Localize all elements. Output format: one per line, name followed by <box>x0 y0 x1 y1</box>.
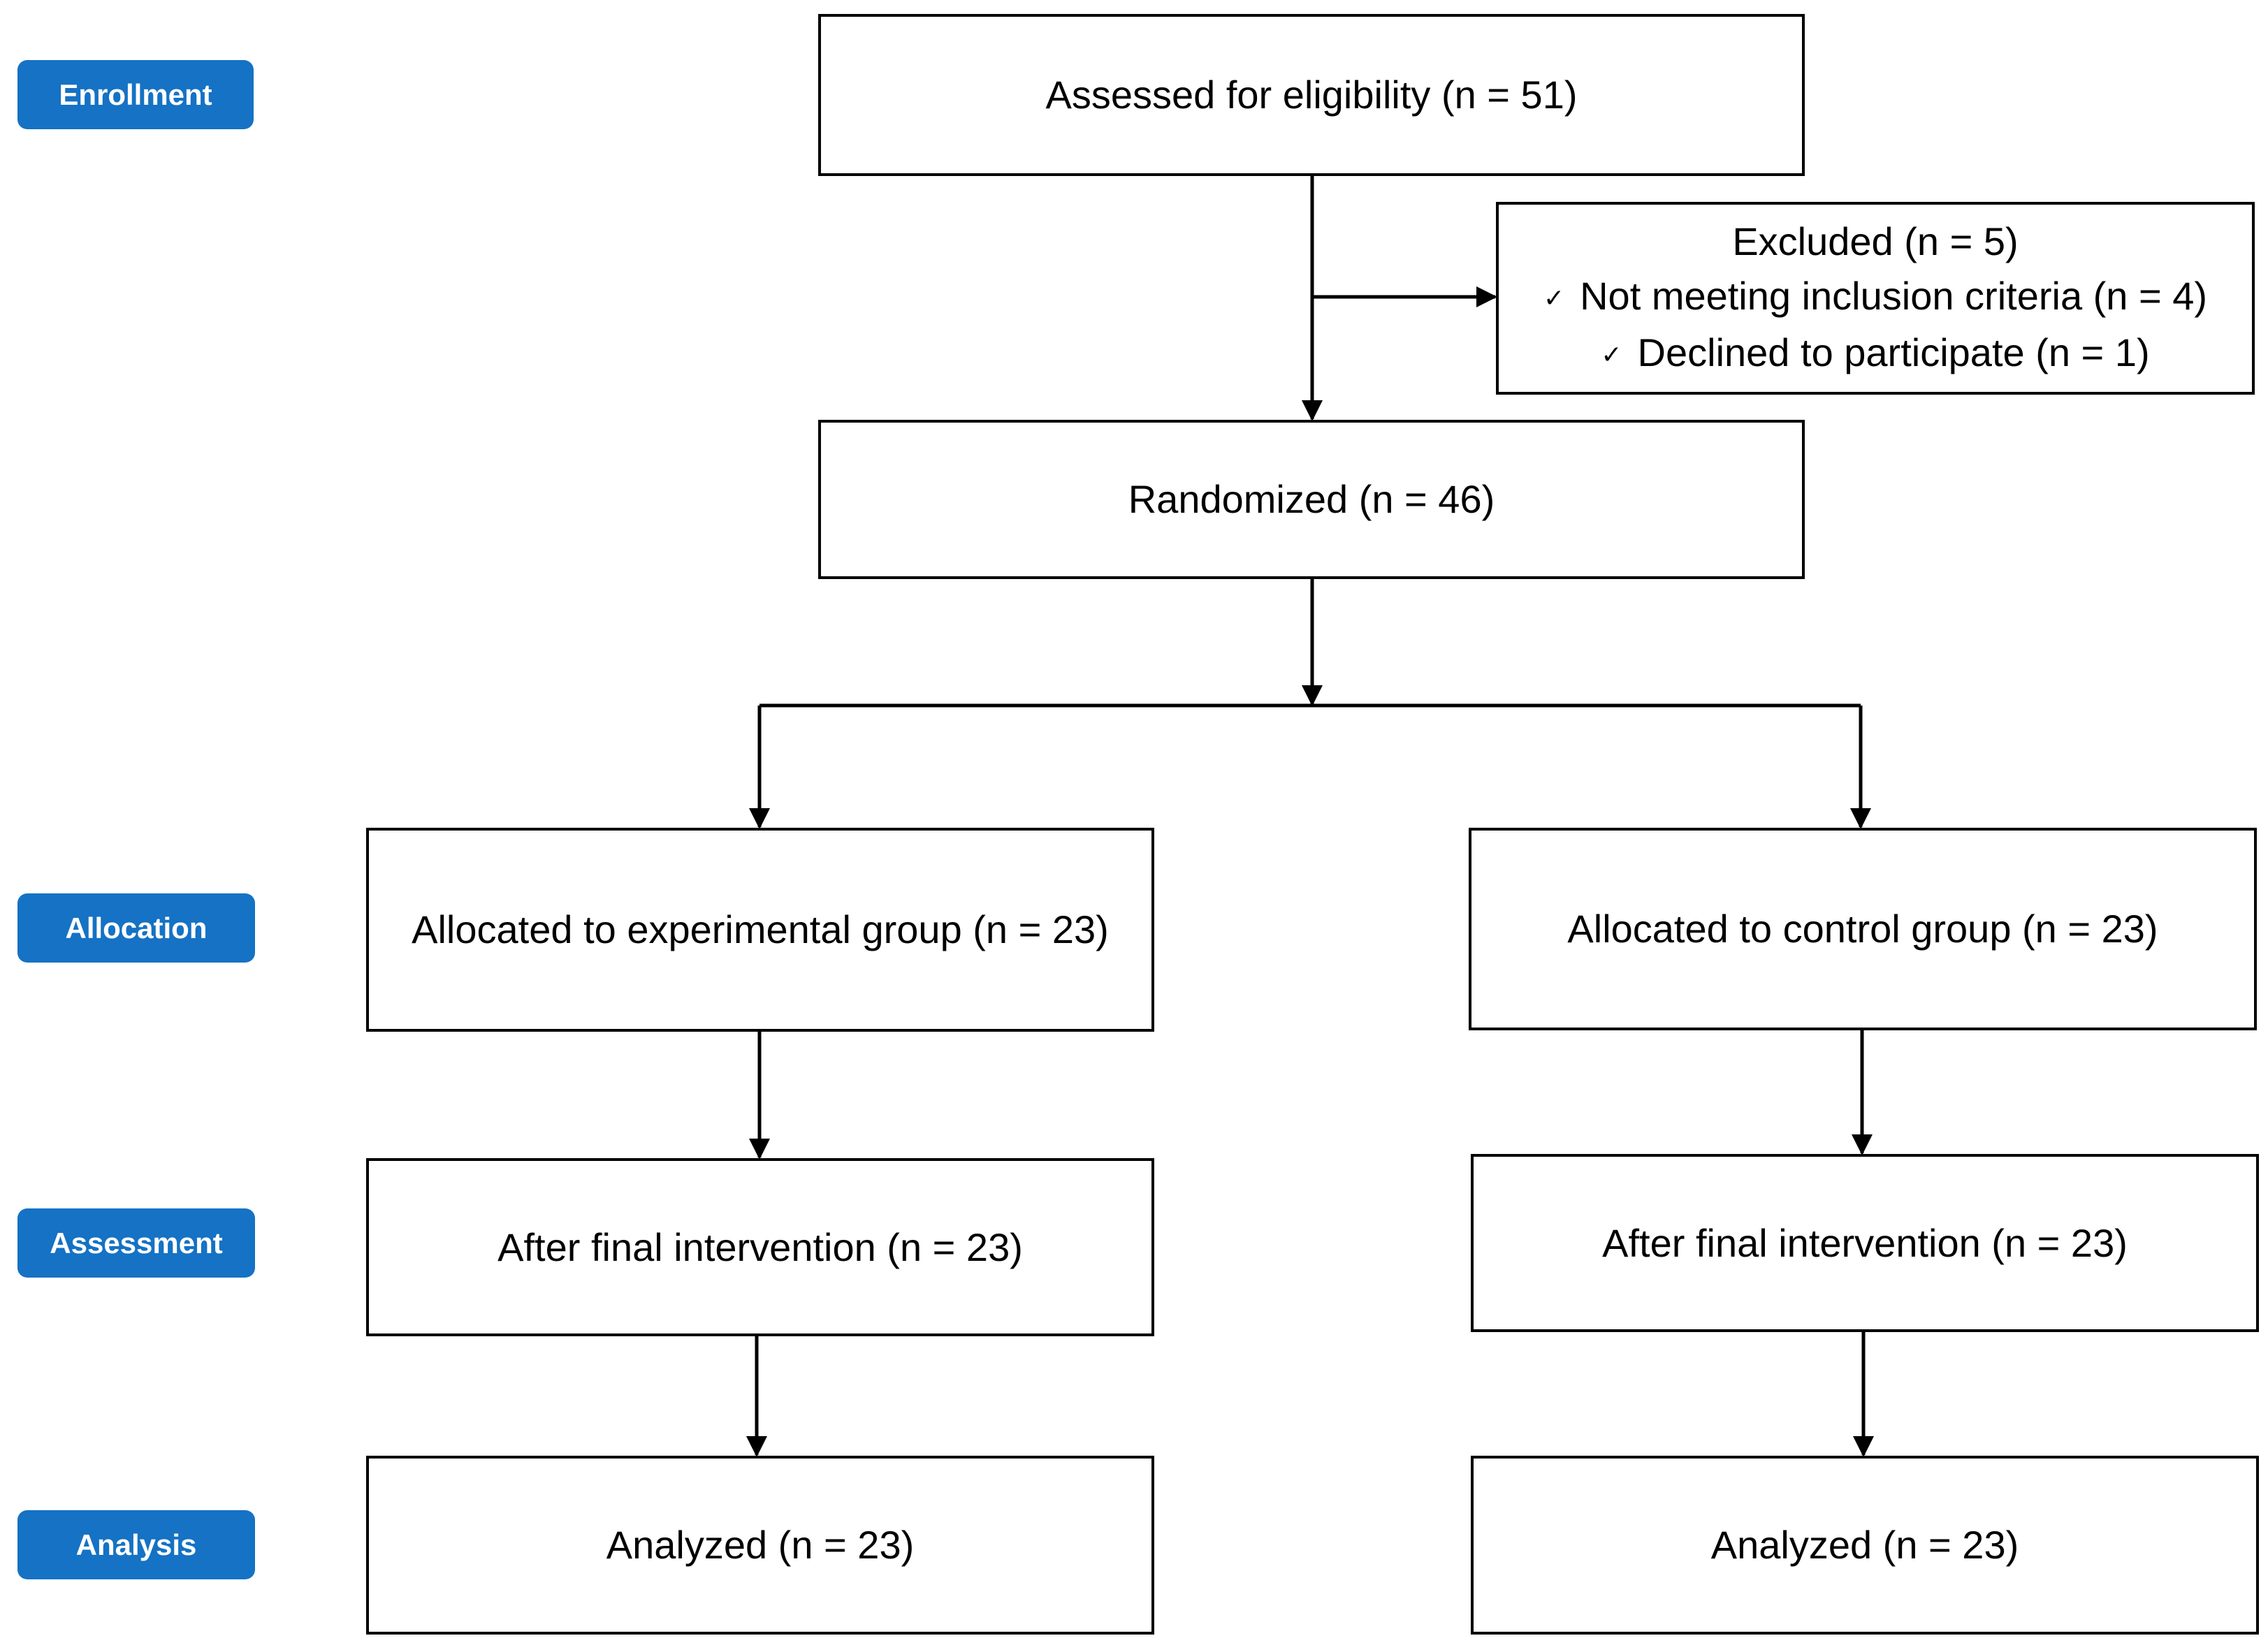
stage-label-enrollment: Enrollment <box>17 60 254 129</box>
excluded-reason-1-label: Not meeting inclusion criteria (n = 4) <box>1580 274 2208 318</box>
allocated-experimental-label: Allocated to experimental group (n = 23) <box>412 907 1109 952</box>
box-randomized: Randomized (n = 46) <box>818 420 1805 579</box>
box-allocated-control: Allocated to control group (n = 23) <box>1469 828 2257 1030</box>
box-after-intervention-control: After final intervention (n = 23) <box>1471 1154 2259 1332</box>
assessed-label: Assessed for eligibility (n = 51) <box>1045 73 1578 117</box>
excluded-reason-2: ✓ Declined to participate (n = 1) <box>1601 326 2149 382</box>
box-analyzed-experimental: Analyzed (n = 23) <box>366 1456 1154 1635</box>
analyzed-experimental-label: Analyzed (n = 23) <box>606 1523 915 1567</box>
stage-label-analysis: Analysis <box>17 1510 255 1579</box>
box-excluded: Excluded (n = 5) ✓ Not meeting inclusion … <box>1496 202 2255 395</box>
randomized-label: Randomized (n = 46) <box>1128 477 1495 522</box>
after-control-label: After final intervention (n = 23) <box>1602 1220 2128 1265</box>
box-analyzed-control: Analyzed (n = 23) <box>1471 1456 2259 1635</box>
allocated-control-label: Allocated to control group (n = 23) <box>1567 907 2158 951</box>
excluded-reason-1: ✓ Not meeting inclusion criteria (n = 4) <box>1543 269 2207 326</box>
stage-label-assessment: Assessment <box>17 1208 255 1278</box>
box-allocated-experimental: Allocated to experimental group (n = 23) <box>366 828 1154 1032</box>
check-icon: ✓ <box>1601 340 1622 369</box>
stage-label-allocation: Allocation <box>17 893 255 963</box>
analyzed-control-label: Analyzed (n = 23) <box>1710 1523 2019 1567</box>
excluded-reason-2-label: Declined to participate (n = 1) <box>1637 330 2150 374</box>
after-experimental-label: After final intervention (n = 23) <box>497 1225 1023 1269</box>
check-icon: ✓ <box>1543 284 1565 312</box>
excluded-title: Excluded (n = 5) <box>1732 219 2019 263</box>
box-assessed-for-eligibility: Assessed for eligibility (n = 51) <box>818 14 1805 176</box>
box-after-intervention-experimental: After final intervention (n = 23) <box>366 1158 1154 1336</box>
